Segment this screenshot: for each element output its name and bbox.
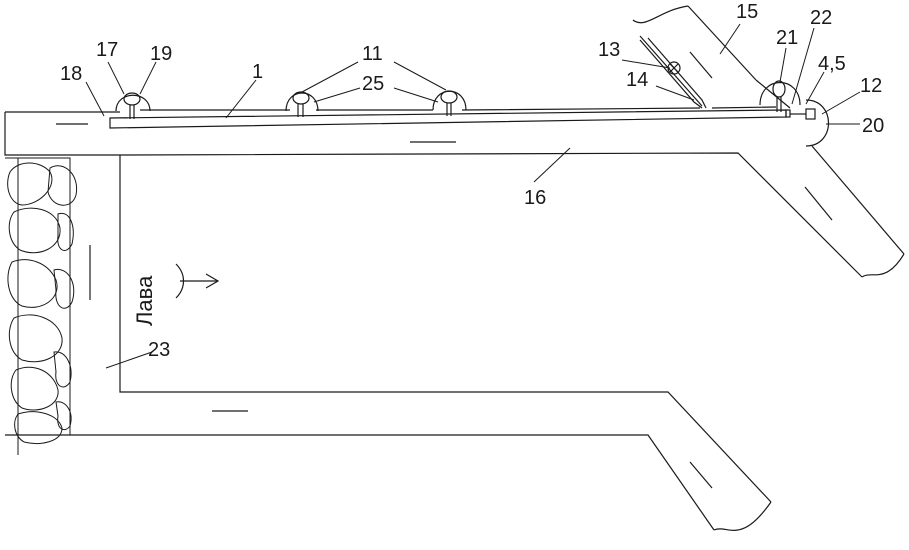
junction-elements <box>805 99 829 147</box>
face-advance-arrow <box>175 263 220 299</box>
lower-right-drift-break <box>861 253 905 278</box>
lower-right-drift-outer <box>811 145 905 255</box>
label-13: 13 <box>598 39 620 61</box>
label-17: 17 <box>96 39 118 61</box>
airflow-markers <box>56 51 833 489</box>
label-11: 11 <box>362 43 383 65</box>
label-14: 14 <box>626 69 648 91</box>
sensor-arc-20 <box>805 99 829 147</box>
leader-lines <box>85 23 861 369</box>
left-face-wall <box>4 112 715 531</box>
fan-unit-11a <box>285 91 319 117</box>
label-22: 22 <box>810 7 832 29</box>
pipeline <box>109 109 806 129</box>
label-12: 12 <box>860 75 882 97</box>
label-23: 23 <box>148 339 170 361</box>
label-16: 16 <box>524 187 546 209</box>
fan-units <box>115 80 801 119</box>
label-25: 25 <box>362 73 384 95</box>
label-lava: Лава <box>132 275 157 326</box>
fan-unit-17 <box>115 92 151 119</box>
label-18: 18 <box>60 63 82 85</box>
inner-block-outline <box>119 152 863 503</box>
label-19: 19 <box>150 43 172 65</box>
label-4-5: 4,5 <box>818 53 846 75</box>
label-1: 1 <box>252 61 263 83</box>
labels: 18 17 19 1 11 25 13 14 15 21 22 4,5 12 2… <box>60 1 884 361</box>
caved-rock-zone <box>5 157 78 455</box>
label-15: 15 <box>736 1 758 23</box>
junction-right-wall <box>755 79 791 109</box>
label-20: 20 <box>862 115 884 137</box>
bottom-drift-break <box>713 501 772 531</box>
label-21: 21 <box>776 27 798 49</box>
inclined-drift-top-break <box>632 5 689 24</box>
fan-unit-21 <box>759 80 801 112</box>
drift-outlines <box>4 5 905 531</box>
inclined-drift-upper-right <box>687 5 757 81</box>
upper-drift-top-wall <box>5 106 777 113</box>
fan-unit-11b <box>432 90 467 116</box>
sensor-12 <box>805 108 816 120</box>
